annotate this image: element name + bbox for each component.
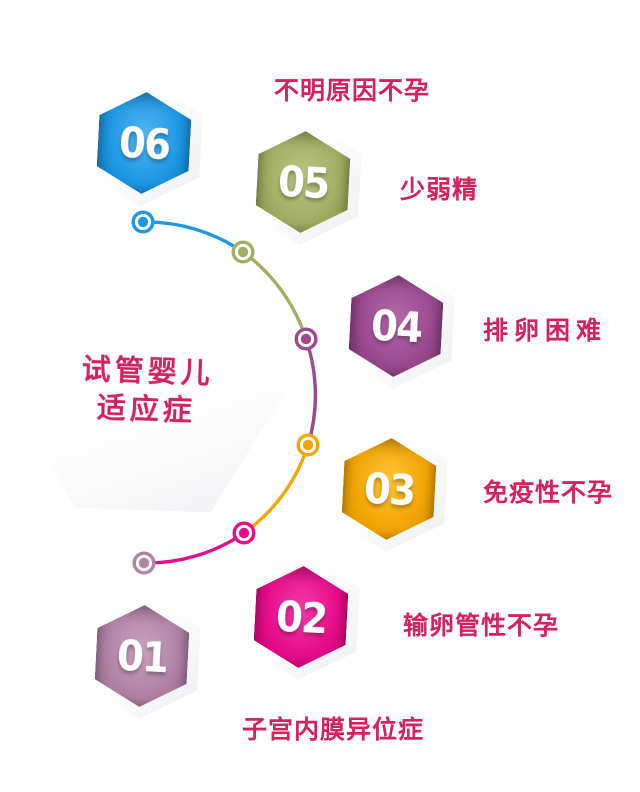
label-ovulation-difficulty: 排卵困难 <box>483 317 608 345</box>
hex-node-01: 01 <box>82 590 202 722</box>
connector-dot-06-core <box>137 216 149 228</box>
hex-number-03: 03 <box>362 463 416 515</box>
label-endometriosis: 子宫内膜异位症 <box>242 716 425 744</box>
hex-node-05: 05 <box>243 116 363 248</box>
hex-node-03: 03 <box>329 423 449 555</box>
hex-node-02: 02 <box>241 551 361 683</box>
connector-dot-02-core <box>238 527 250 539</box>
label-unexplained-infertility: 不明原因不孕 <box>274 77 431 105</box>
center-title-line2: 适应症 <box>96 392 197 428</box>
label-oligoasthenospermia: 少弱精 <box>400 176 479 204</box>
arc-segment-04 <box>304 337 318 447</box>
label-immune-infertility: 免疫性不孕 <box>483 479 614 507</box>
connector-dot-04-core <box>300 333 312 345</box>
hex-node-04: 04 <box>336 260 456 392</box>
connector-dot-05-core <box>237 246 249 258</box>
hex-number-01: 01 <box>115 630 169 682</box>
arc-segment-05 <box>241 250 308 341</box>
hex-number-02: 02 <box>274 591 328 643</box>
arc-segment-06 <box>141 220 245 254</box>
arc-segment-02 <box>142 531 246 565</box>
connector-dot-03-core <box>302 439 314 451</box>
center-title: 试管婴儿 适应症 <box>80 350 215 431</box>
hex-number-06: 06 <box>117 117 171 169</box>
center-title-line1: 试管婴儿 <box>81 353 215 391</box>
arc-segment-03 <box>242 443 310 535</box>
hex-number-05: 05 <box>276 156 330 208</box>
hex-number-04: 04 <box>369 300 423 352</box>
label-tubal-infertility: 输卵管性不孕 <box>403 612 560 640</box>
hex-node-06: 06 <box>84 77 204 209</box>
connector-dot-01-core <box>138 557 150 569</box>
